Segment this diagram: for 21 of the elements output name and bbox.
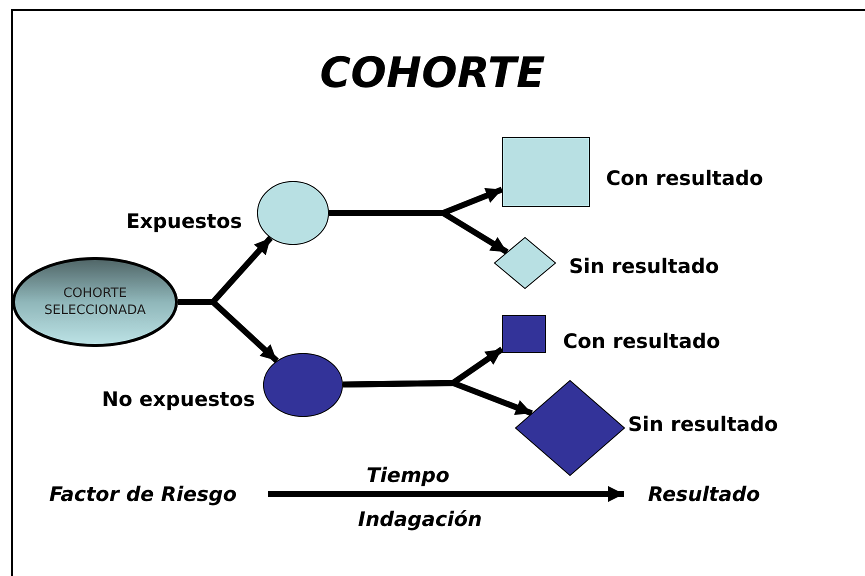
group-label: Expuestos (125, 209, 242, 233)
group-label: Con resultado (563, 329, 720, 353)
outcome-diamond (494, 237, 556, 289)
flow-text: Factor de Riesgo (49, 482, 237, 506)
flow-text: Resultado (648, 482, 760, 506)
edge-label: Tiempo (366, 463, 450, 487)
group-label: No expuestos (100, 387, 255, 411)
group-label: Sin resultado (628, 412, 778, 436)
axis-note: Indagación (358, 507, 482, 531)
outcome-square (502, 137, 590, 207)
cohort-ellipse (12, 257, 178, 347)
title: COHORTE (318, 48, 546, 97)
group-label: Con resultado (606, 166, 764, 190)
group-circle (257, 181, 329, 245)
arrow (342, 380, 533, 416)
outcome-diamond (515, 380, 625, 476)
group-label: Sin resultado (569, 254, 719, 278)
group-circle (263, 353, 343, 417)
cohort-label: COHORTE SELECCIONADA (43, 285, 147, 319)
outcome-square (502, 315, 546, 353)
arrow (268, 486, 624, 502)
